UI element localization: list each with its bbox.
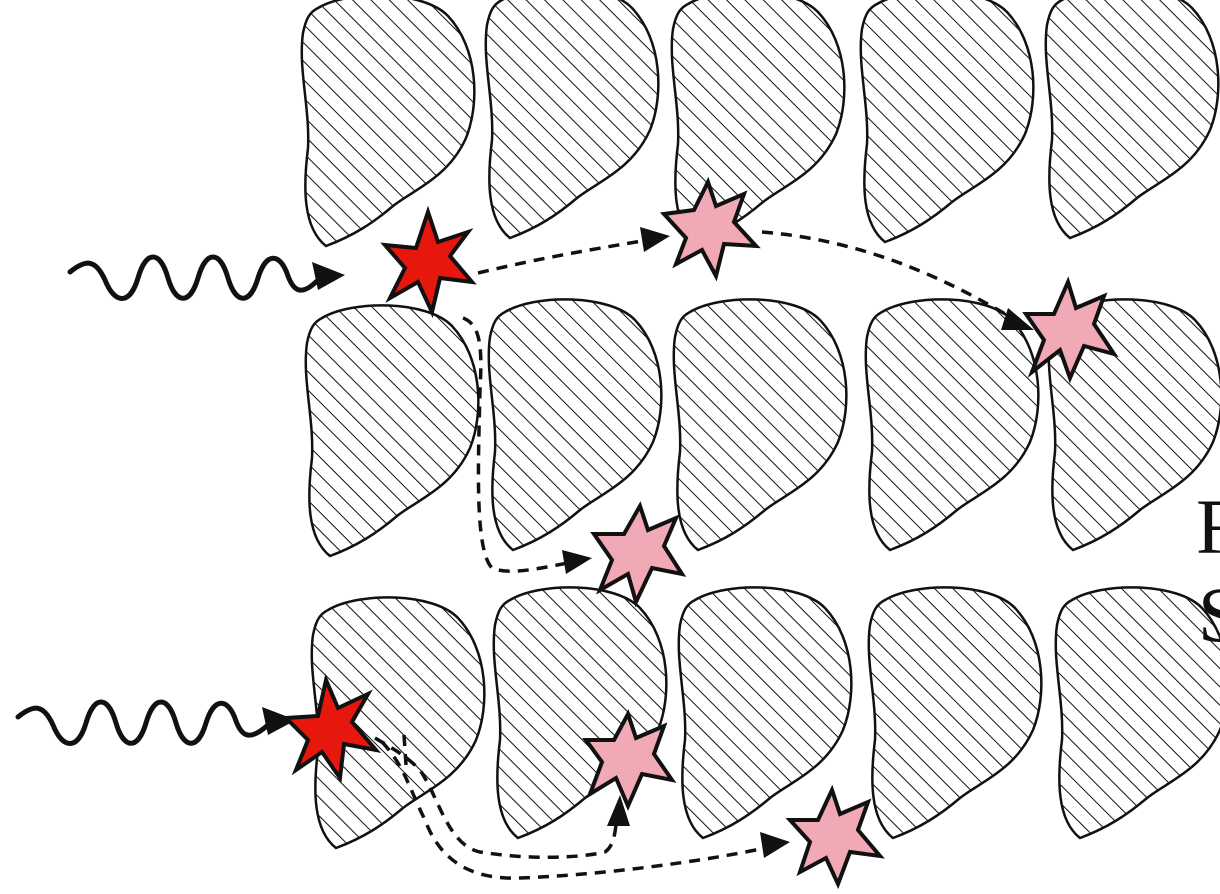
pigment-row-top [302,0,1219,246]
wavy-arrow-icon [70,257,318,299]
starburst-icon [594,506,682,602]
pigment-blob [486,0,659,238]
dashed-arrow-icon [478,240,648,273]
pigment-blob [494,587,667,838]
cropped-label-letter: F [1196,488,1220,566]
wavy-arrow-icon [18,702,268,744]
starburst-icon [790,790,880,884]
incoming-light-top [70,257,345,299]
cropped-label-letter: S [1198,576,1220,654]
arrowhead [312,262,345,290]
pigment-blob [302,0,475,246]
pigment-blob [306,305,479,556]
arrowhead [760,832,790,858]
starburst-icon [385,212,472,312]
pigment-blob [866,299,1039,550]
pigment-blob [1056,587,1220,838]
pigment-blob [869,587,1042,838]
pigment-blob [674,299,847,550]
arrowhead [562,550,592,574]
arrowhead [640,227,670,252]
incoming-light-bottom [18,702,296,744]
pigment-blob [1046,0,1219,238]
pigment-blob [861,0,1034,242]
pigment-row-bottom [312,587,1220,848]
